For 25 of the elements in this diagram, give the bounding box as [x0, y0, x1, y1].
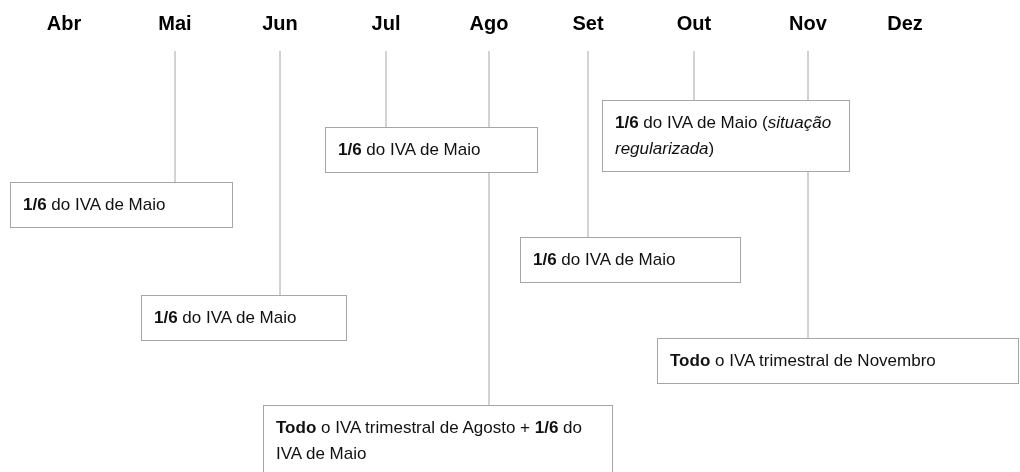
note-box: 1/6 do IVA de Maio (situação regularizada): [602, 100, 850, 172]
connector-line: [693, 50, 695, 101]
note-box: 1/6 do IVA de Maio: [10, 182, 233, 228]
month-label: Jul: [371, 12, 401, 35]
connector-line: [807, 171, 809, 339]
connector-line: [807, 50, 809, 101]
connector-line: [488, 172, 490, 406]
note-box: 1/6 do IVA de Maio: [325, 127, 538, 173]
month-label: Ago: [469, 12, 509, 35]
connector-line: [488, 50, 490, 128]
note-box: 1/6 do IVA de Maio: [141, 295, 347, 341]
month-label: Nov: [789, 12, 827, 35]
connector-line: [587, 50, 589, 238]
month-label: Dez: [887, 12, 923, 35]
month-label: Out: [676, 12, 712, 35]
note-box: Todo o IVA trimestral de Agosto + 1/6 do IVA de Maio: [263, 405, 613, 472]
note-box: 1/6 do IVA de Maio: [520, 237, 741, 283]
connector-line: [174, 50, 176, 183]
connector-line: [385, 50, 387, 128]
connector-line: [279, 50, 281, 296]
month-label: Set: [572, 12, 604, 35]
month-label: Abr: [46, 12, 82, 35]
month-label: Mai: [158, 12, 192, 35]
month-label: Jun: [262, 12, 298, 35]
note-box: Todo o IVA trimestral de Novembro: [657, 338, 1019, 384]
